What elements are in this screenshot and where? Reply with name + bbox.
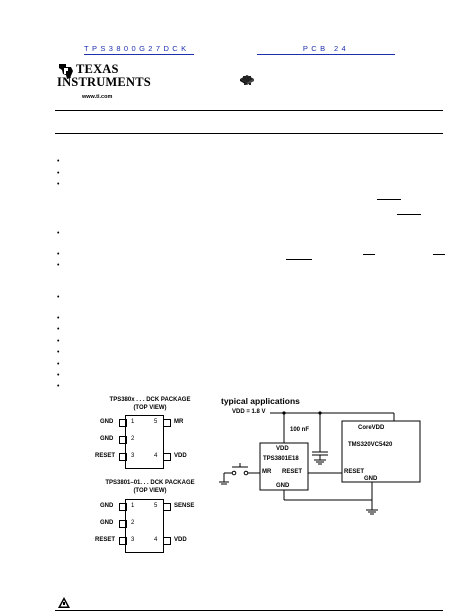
- feature-bullet: •: [57, 294, 60, 301]
- pin-2-number: 2: [131, 520, 135, 526]
- package-chip-icon: [238, 72, 256, 88]
- overline-mark: [397, 214, 421, 215]
- pin-4-lead: [163, 537, 171, 545]
- package-2-title: TPS3801–01. . . DCK PACKAGE (TOP VIEW): [105, 480, 195, 494]
- supervisor-part-name: TPS3801E18: [263, 456, 299, 462]
- ti-logo-text-line2: INSTRUMENTS: [57, 75, 151, 89]
- pin-2-name: GND: [100, 436, 114, 442]
- pin-4-number: 4: [154, 537, 158, 543]
- part-number-link[interactable]: TPS3800G27DCK: [84, 44, 194, 55]
- supervisor-gnd-pin: GND: [276, 483, 290, 489]
- feature-bullet: •: [57, 170, 60, 177]
- overline-mark: [363, 254, 375, 255]
- pin-2-name: GND: [100, 520, 114, 526]
- title-rule: [55, 133, 443, 134]
- dsp-core-vdd-pin: CoreVDD: [358, 425, 385, 431]
- supervisor-mr-pin: MR: [262, 469, 272, 475]
- typical-applications-title: typical applications: [221, 396, 300, 406]
- pin-3-lead: [119, 537, 127, 545]
- pin-4-number: 4: [154, 453, 158, 459]
- package-1-body: [125, 415, 164, 469]
- package-2-body: [125, 499, 164, 553]
- pin-1-name: GND: [100, 419, 114, 425]
- package-1-title: TPS380x . . . DCK PACKAGE (TOP VIEW): [109, 397, 191, 411]
- pcb-link[interactable]: PCB 24: [257, 44, 395, 55]
- feature-bullet: •: [57, 251, 60, 258]
- vdd-rail-label: VDD = 1.8 V: [232, 409, 266, 415]
- header-rule: [55, 110, 443, 111]
- feature-bullet: •: [57, 230, 60, 237]
- pin-1-number: 1: [131, 419, 135, 425]
- dsp-gnd-pin: GND: [364, 476, 378, 482]
- feature-bullet: •: [57, 372, 60, 379]
- pin-2-number: 2: [131, 436, 135, 442]
- ti-logo-text-line1: TEXAS: [76, 62, 119, 76]
- dsp-part-name: TMS320VC5420: [348, 442, 393, 448]
- esd-warning-icon: [57, 596, 71, 610]
- feature-bullet: •: [57, 315, 60, 322]
- pin-5-name: SENSE: [174, 503, 195, 509]
- overline-mark: [433, 254, 445, 255]
- pin-1-lead: [119, 419, 127, 427]
- feature-bullet: •: [57, 326, 60, 333]
- supervisor-reset-pin: RESET: [282, 469, 303, 475]
- feature-bullet: •: [57, 349, 60, 356]
- pin-3-number: 3: [131, 537, 135, 543]
- pin-5-lead: [163, 419, 171, 427]
- feature-bullet: •: [57, 262, 60, 269]
- feature-bullet: •: [57, 383, 60, 390]
- capacitor-label: 100 nF: [290, 427, 310, 433]
- pin-4-name: VDD: [174, 453, 187, 459]
- pin-1-lead: [119, 503, 127, 511]
- pin-2-lead: [119, 520, 127, 528]
- pin-1-name: GND: [100, 503, 114, 509]
- dsp-reset-pin: RESET: [344, 469, 365, 475]
- pin-2-lead: [119, 436, 127, 444]
- pin-3-lead: [119, 453, 127, 461]
- feature-bullet: •: [57, 158, 60, 165]
- pin-5-name: MR: [174, 419, 184, 425]
- supervisor-vdd-pin: VDD: [276, 446, 289, 452]
- feature-bullet: •: [57, 181, 60, 188]
- footer-rule: [55, 610, 443, 611]
- pin-4-lead: [163, 453, 171, 461]
- ti-logo-icon: [57, 62, 75, 80]
- pin-5-number: 5: [154, 503, 158, 509]
- overline-mark: [377, 199, 401, 200]
- pin-5-number: 5: [154, 419, 158, 425]
- overline-mark: [286, 259, 312, 260]
- feature-bullet: •: [57, 361, 60, 368]
- pin-3-number: 3: [131, 453, 135, 459]
- pin-4-name: VDD: [174, 537, 187, 543]
- pin-5-lead: [163, 503, 171, 511]
- ti-logo-url[interactable]: www.ti.com: [82, 94, 113, 100]
- feature-bullet: •: [57, 338, 60, 345]
- pin-1-number: 1: [131, 503, 135, 509]
- pin-3-name: RESET: [95, 537, 116, 543]
- pin-3-name: RESET: [95, 453, 116, 459]
